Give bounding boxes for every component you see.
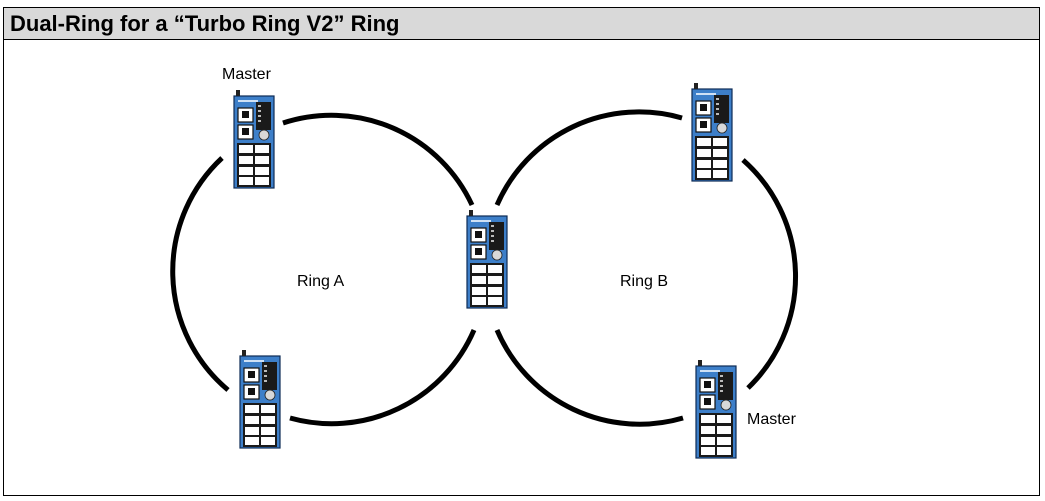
switch-bottom-right-master xyxy=(695,359,737,459)
master-label-bottom-right: Master xyxy=(747,411,797,428)
ring-a xyxy=(170,112,477,427)
ethernet-switch-icon xyxy=(466,209,508,309)
ring-a-arc-left xyxy=(170,156,230,392)
figure-header: Dual-Ring for a “Turbo Ring V2” Ring xyxy=(4,8,1039,40)
ring-a-label: Ring A xyxy=(297,273,344,290)
ethernet-switch-icon xyxy=(695,359,737,459)
figure-title: Dual-Ring for a “Turbo Ring V2” Ring xyxy=(10,11,400,36)
ethernet-switch-icon xyxy=(233,89,275,189)
ring-b-label: Ring B xyxy=(620,273,668,290)
switch-bottom-left xyxy=(239,349,281,449)
ethernet-switch-icon xyxy=(239,349,281,449)
ring-b-arc-right xyxy=(741,158,799,390)
ring-b xyxy=(494,109,799,427)
ring-a-arc-top xyxy=(282,112,475,207)
master-label-top-left: Master xyxy=(222,66,272,83)
switch-top-right xyxy=(691,82,733,182)
ring-b-arc-bottom xyxy=(494,329,684,427)
switch-top-left-master xyxy=(233,89,275,189)
switch-center-shared xyxy=(466,209,508,309)
ethernet-switch-icon xyxy=(691,82,733,182)
ring-a-arc-bottom xyxy=(289,329,477,427)
ring-b-arc-top xyxy=(494,109,683,207)
